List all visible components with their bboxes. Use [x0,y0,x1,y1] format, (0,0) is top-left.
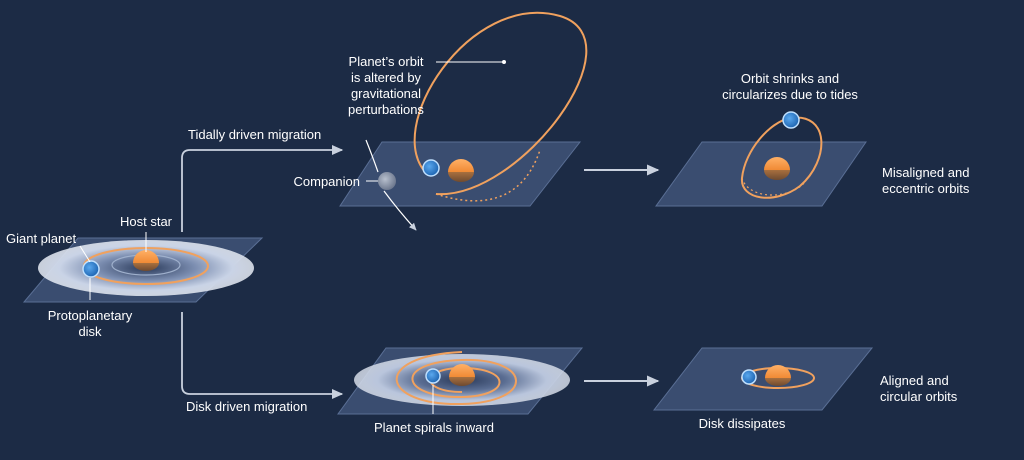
tidal-branch-arrow [181,144,344,232]
disk-dissipates-label: Disk dissipates [699,416,786,431]
tidal-stage: Planet’s orbit is altered by gravitation… [294,12,588,231]
aligned-plane [652,347,874,411]
star-sphere-icon [765,365,791,386]
disk-migration-label: Disk driven migration [186,399,307,414]
orbit-shrinks-label-2: circularizes due to tides [722,87,858,102]
shrunk-orbit [740,116,823,199]
misaligned-label-1: Misaligned and [882,165,969,180]
planet-icon [82,260,100,278]
orbit-shrinks-label-1: Orbit shrinks and [741,71,839,86]
eccentric-orbit [413,12,588,196]
protoplanetary-disk-label-1: Protoplanetary [48,308,133,323]
star-sphere-icon [448,159,474,182]
orbit-altered-label-4: perturbations [348,102,424,117]
orbit-altered-label-3: gravitational [351,86,421,101]
companion-trajectory-tail [365,139,379,173]
companion-trajectory-arrow [383,190,417,231]
star-sphere-icon [449,364,475,386]
tidal-migration-label: Tidally driven migration [188,127,321,142]
initial-system: Host star Giant planet Protoplanetary di… [6,214,264,339]
orbit-altered-dot [502,60,506,64]
misaligned-result: Orbit shrinks and circularizes due to ti… [655,71,970,207]
orbit-altered-label-1: Planet’s orbit [349,54,424,69]
giant-planet-leader [79,245,91,263]
host-star-label: Host star [120,214,173,229]
companion-body-icon [378,172,396,190]
protoplanetary-disk-label-2: disk [78,324,102,339]
planet-icon [422,159,440,177]
planet-icon [741,369,757,385]
giant-planet-label: Giant planet [6,231,76,246]
shrunk-orbit-hidden [741,177,806,196]
star-sphere-icon [764,157,790,180]
aligned-label-1: Aligned and [880,373,949,388]
spirals-inward-label: Planet spirals inward [374,420,494,435]
misaligned-plane [655,141,867,207]
aligned-label-2: circular orbits [880,389,958,404]
disk-branch-arrow [181,312,344,400]
star-sphere-icon [133,250,159,271]
disk-stage: Planet spirals inward [337,347,584,435]
planet-icon [782,111,800,129]
companion-label: Companion [294,174,361,189]
aligned-result: Disk dissipates Aligned and circular orb… [652,347,958,431]
planet-icon [425,368,441,384]
orbit-altered-label-2: is altered by [351,70,422,85]
branch-arrows: Tidally driven migration Disk driven mig… [181,127,344,414]
misaligned-label-2: eccentric orbits [882,181,970,196]
